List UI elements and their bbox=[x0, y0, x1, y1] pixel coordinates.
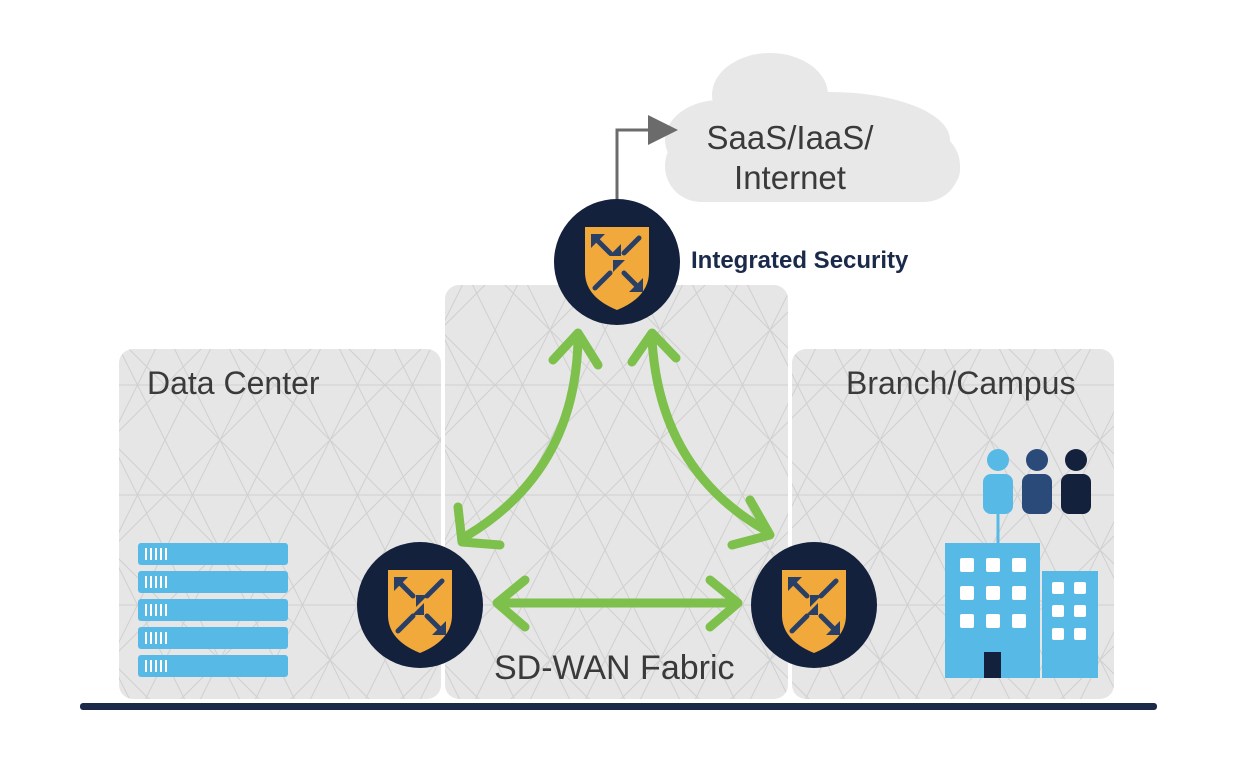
server-rack-icon bbox=[138, 543, 288, 677]
users-icon bbox=[983, 449, 1091, 545]
router-left-icon bbox=[357, 542, 483, 668]
baseline bbox=[80, 703, 1157, 710]
building-icon bbox=[945, 543, 1098, 678]
integrated-security-label: Integrated Security bbox=[691, 247, 909, 274]
fabric-arrows bbox=[453, 328, 775, 632]
branch-campus-title: Branch/Campus bbox=[846, 365, 1076, 401]
fabric-title: SD-WAN Fabric bbox=[494, 649, 735, 687]
cloud-label: SaaS/IaaS/ Internet bbox=[670, 118, 910, 198]
fabric-panel bbox=[445, 285, 788, 699]
cloud-icon bbox=[665, 53, 960, 202]
internet-connector bbox=[615, 115, 678, 225]
cloud-label-line2: Internet bbox=[734, 159, 846, 196]
router-top-icon bbox=[554, 199, 680, 325]
data-center-title: Data Center bbox=[147, 365, 320, 401]
router-right-icon bbox=[751, 542, 877, 668]
cloud-label-line1: SaaS/IaaS/ bbox=[706, 119, 874, 156]
